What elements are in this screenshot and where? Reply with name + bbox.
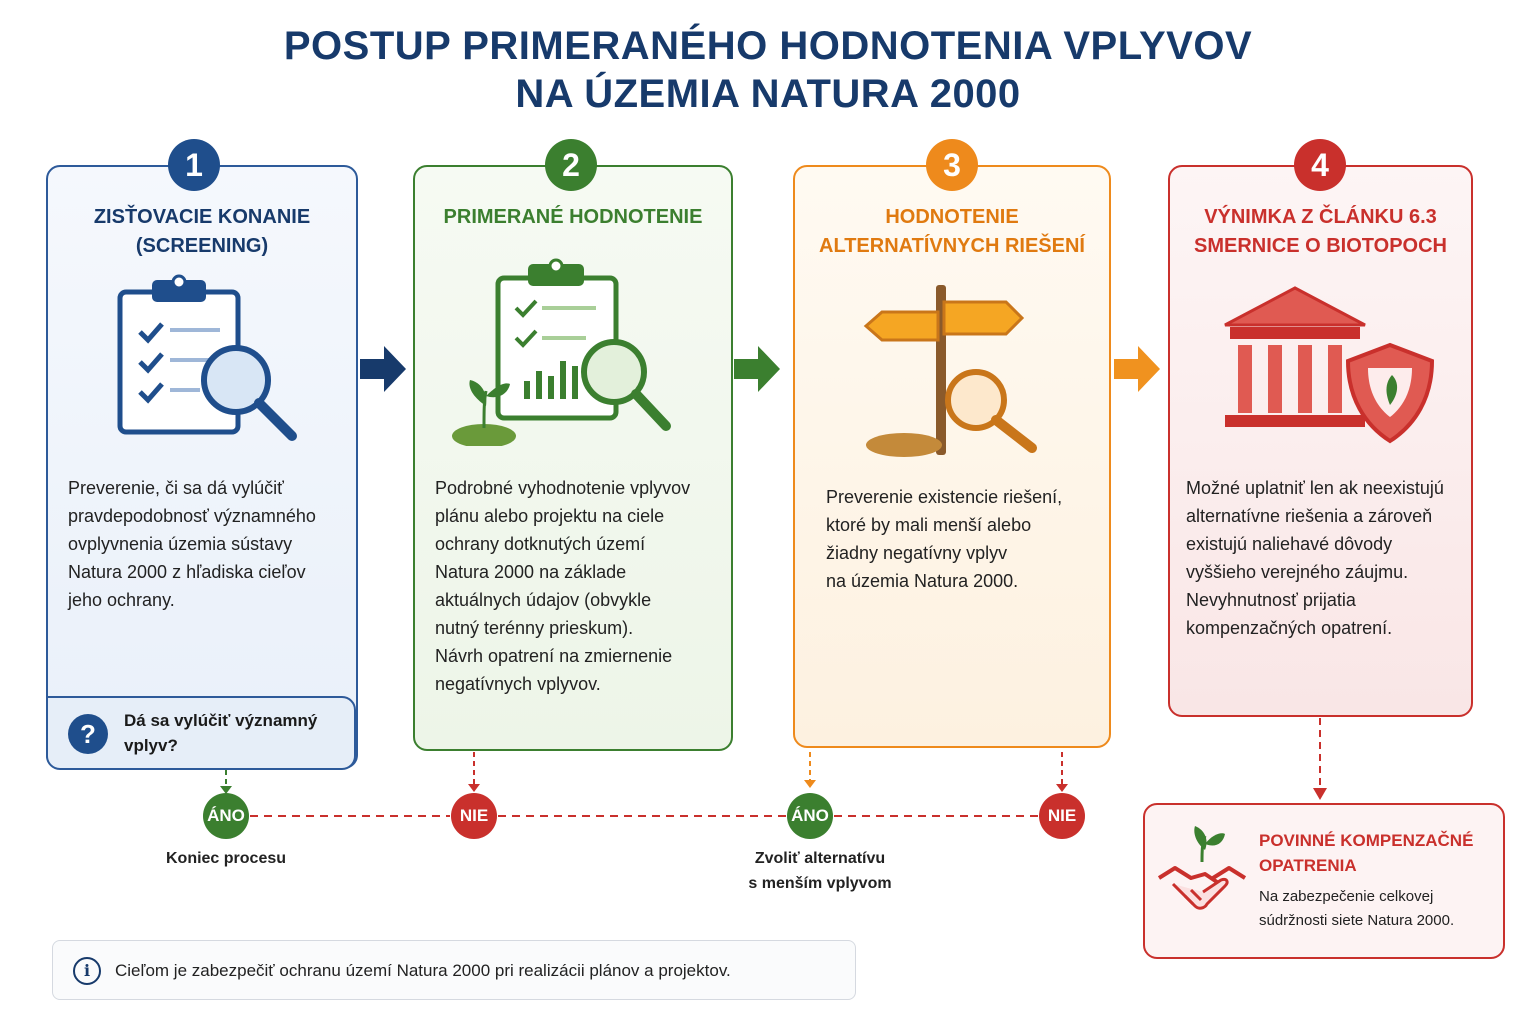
step-2-badge: 2 [545,139,597,191]
step-4-title: VÝNIMKA Z ČLÁNKU 6.3 SMERNICE O BIOTOPOC… [1194,206,1447,257]
compensation-title: POVINNÉ KOMPENZAČNÉ OPATRENIA [1259,831,1474,875]
outcome-ano-alternative: ÁNO [787,793,833,839]
question-text: Dá sa vylúčiť významný vplyv? [124,711,318,755]
title-line-2: NA ÚZEMIA NATURA 2000 [515,72,1021,116]
step-3-badge: 3 [926,139,978,191]
step-1-card [46,165,358,769]
step-4-description: Možné uplatniť len ak neexistujú alterna… [1186,478,1444,638]
step-1-title: ZISŤOVACIE KONANIE (SCREENING) [93,206,311,257]
outcome-nie-2: NIE [1039,793,1085,839]
info-bar: i Cieľom je zabezpečiť ochranu území Nat… [52,940,856,1000]
step-2-title: PRIMERANÉ HODNOTENIE [443,206,703,228]
outcome-ano-end: ÁNO [203,793,249,839]
info-icon: i [73,957,101,985]
clipboard-magnifier-icon [117,274,297,441]
signpost-magnifier-icon [863,285,1037,457]
institution-shield-icon [1224,286,1435,444]
step-2-description: Podrobné vyhodnotenie vplyvov plánu aleb… [435,478,691,694]
compensation-description: Na zabezpečenie celkovej súdržnosti siet… [1259,888,1455,929]
info-text: Cieľom je zabezpečiť ochranu území Natur… [115,961,731,980]
screening-question-box: ? Dá sa vylúčiť významný vplyv? [46,696,356,770]
alternative-label: Zvoliť alternatívu s menším vplyvom [748,850,892,892]
compensation-box [1143,803,1505,959]
step-1-badge: 1 [168,139,220,191]
step-1-description: Preverenie, či sa dá vylúčiť pravdepodob… [68,478,316,610]
clipboard-chart-plant-icon [452,258,671,446]
page-title: POSTUP PRIMERANÉHO HODNOTENIA VPLYVOV NA… [0,22,1536,118]
end-process-label: Koniec procesu [165,850,287,867]
arrow-right-icon [360,346,406,392]
arrow-right-icon [1114,346,1160,392]
step-4-badge: 4 [1294,139,1346,191]
outcome-nie-1: NIE [451,793,497,839]
handshake-plant-icon [1157,826,1247,910]
arrow-right-icon [734,346,780,392]
step-3-description: Preverenie existencie riešení, ktoré by … [826,487,1063,591]
question-mark-icon: ? [68,714,108,754]
step-2-card [413,165,733,751]
step-3-card [793,165,1111,748]
title-line-1: POSTUP PRIMERANÉHO HODNOTENIA VPLYVOV [283,24,1253,68]
step-3-title: HODNOTENIE ALTERNATÍVNYCH RIEŠENÍ [819,206,1085,257]
